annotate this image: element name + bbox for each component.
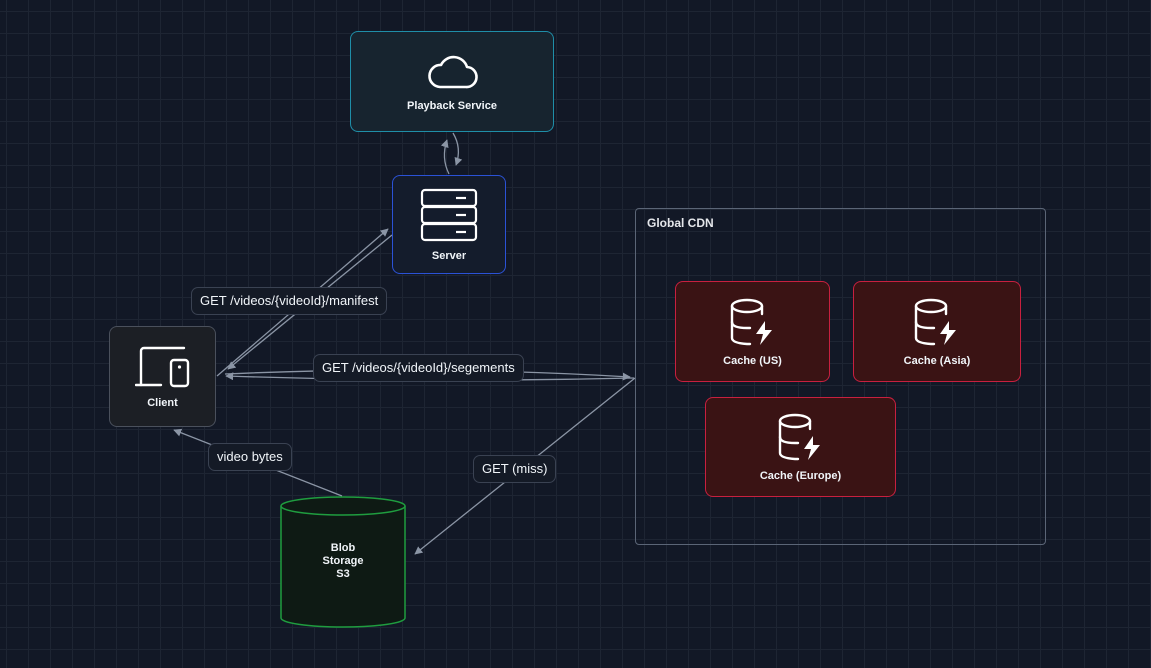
cache-europe-label: Cache (Europe) xyxy=(759,470,842,482)
server-icon xyxy=(420,188,478,241)
cache-europe-node[interactable]: Cache (Europe) xyxy=(705,397,896,497)
playback-service-node[interactable]: Playback Service xyxy=(350,31,554,132)
global-cdn-group[interactable]: Global CDN xyxy=(635,208,1046,545)
server-label: Server xyxy=(431,249,467,262)
edge-label-get-miss[interactable]: GET (miss) xyxy=(473,455,557,483)
cache-us-node[interactable]: Cache (US) xyxy=(675,281,830,382)
server-node[interactable]: Server xyxy=(392,175,506,274)
cache-asia-label: Cache (Asia) xyxy=(903,354,971,367)
blob-storage-line-1: Blob xyxy=(330,542,356,554)
edge-playback-to-server xyxy=(452,132,463,166)
devices-icon xyxy=(134,346,189,387)
edge-label-video-bytes[interactable]: video bytes xyxy=(208,443,292,471)
playback-service-label: Playback Service xyxy=(407,99,497,112)
edge-server-to-playback xyxy=(440,139,450,175)
blob-storage-label: Blob Storage S3 xyxy=(281,542,405,581)
blob-storage-line-3: S3 xyxy=(336,568,350,580)
cache-asia-node[interactable]: Cache (Asia) xyxy=(853,281,1021,382)
global-cdn-title: Global CDN xyxy=(647,216,714,230)
blob-storage-line-2: Storage xyxy=(322,555,364,567)
cloud-icon xyxy=(428,55,478,88)
client-node[interactable]: Client xyxy=(109,326,216,427)
database-bolt-icon xyxy=(778,413,820,461)
client-label: Client xyxy=(147,396,178,409)
database-bolt-icon xyxy=(914,298,956,345)
database-bolt-icon xyxy=(730,298,772,345)
edge-label-segments[interactable]: GET /videos/{videoId}/segements xyxy=(313,354,524,382)
edge-label-manifest[interactable]: GET /videos/{videoId}/manifest xyxy=(191,287,388,315)
cache-us-label: Cache (US) xyxy=(723,354,782,367)
